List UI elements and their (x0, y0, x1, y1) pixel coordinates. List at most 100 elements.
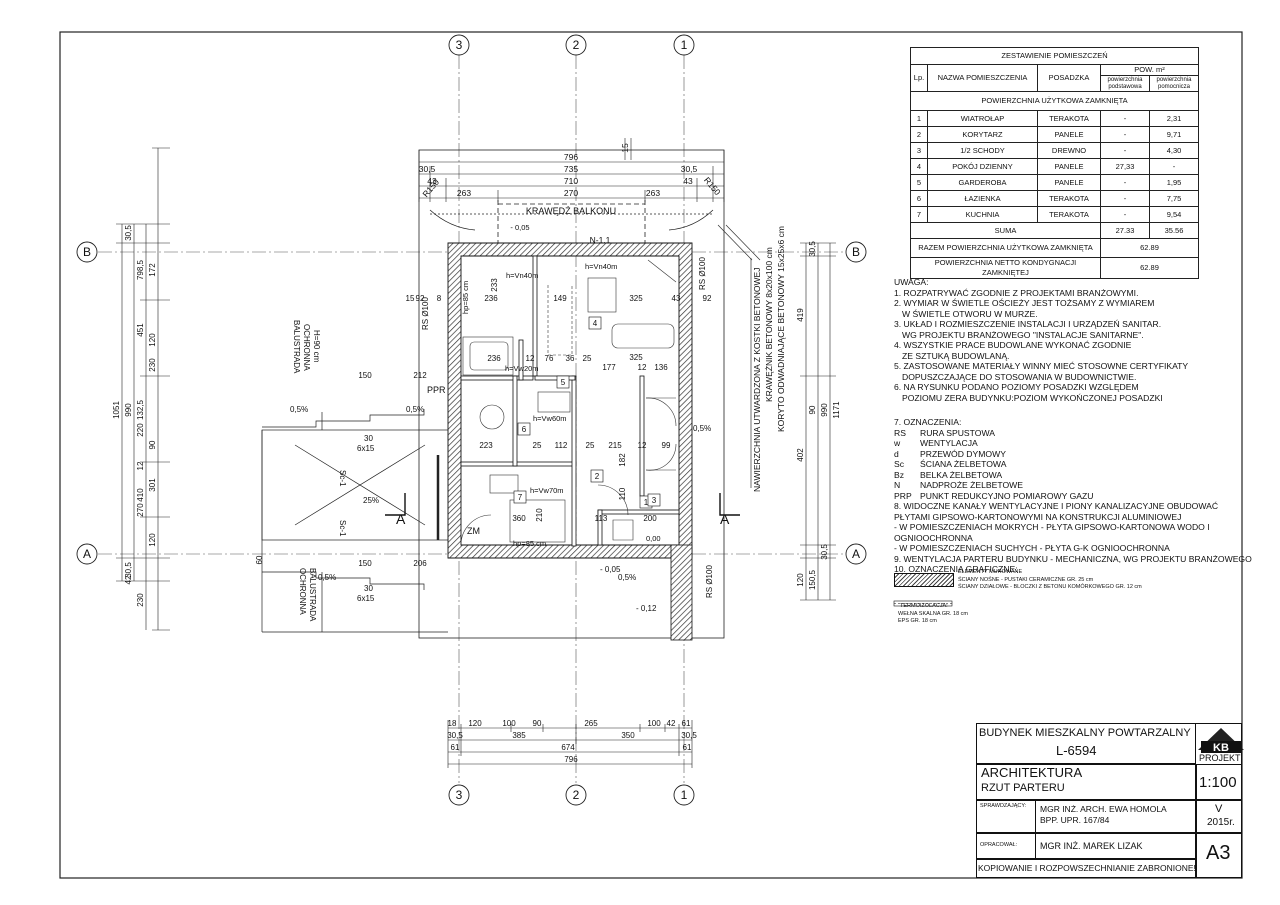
dim-left-990: 990 (124, 403, 133, 417)
dim-right-402: 402 (796, 448, 805, 462)
room-table-section: POWIERZCHNIA UŻYTKOWA ZAMKNIĘTA (910, 91, 1199, 111)
dim-int-99: 99 (662, 441, 671, 450)
axis-right-a: A (852, 547, 860, 561)
rs-top-label: RS Ø100 (698, 257, 707, 290)
room-tag-4: 4 (593, 319, 598, 328)
dim-int-150b: 150 (358, 559, 372, 568)
general-notes: UWAGA: 1. ROZPATRYWAĆ ZGODNIE Z PROJEKTA… (894, 277, 1274, 575)
dim-int-25a: 25 (583, 354, 592, 363)
vent-label-3: h=Vw20m (505, 364, 539, 373)
dim-bottom-265: 265 (584, 719, 598, 728)
side-note-gutter: KORYTO ODWADNIAJĄCE BETONOWY 15x25x6 cm (776, 226, 786, 432)
vent-label-5: h=Vw70m (530, 486, 564, 495)
bottom-dimensions (447, 720, 693, 768)
dim-left-172: 172 (148, 263, 157, 277)
room-table-header-name: NAZWA POMIESZCZENIA (927, 64, 1038, 92)
dim-bottom-61a: 61 (451, 743, 460, 752)
dim-left-120b: 120 (148, 533, 157, 547)
room-table-title: ZESTAWIENIE POMIESZCZEŃ (910, 47, 1199, 65)
side-note-kerb: KRAWĘŻNIK BETONOWY 8x20x100 cm (764, 247, 774, 402)
section-markers (385, 493, 740, 516)
dim-bottom-796: 796 (564, 755, 578, 764)
section-a-right: A (720, 511, 730, 527)
axis-top-1: 1 (681, 38, 688, 52)
dim-left-30-5b: 30,5 (124, 562, 133, 578)
note-line: 6. NA RYSUNKU PODANO POZIOMY POSADZKI WZ… (894, 382, 1139, 392)
tb-sheet-title: RZUT PARTERU (981, 782, 1065, 794)
hp-label-1: hp=85 cm (461, 281, 470, 314)
dim-top-30-5-right: 30,5 (681, 164, 698, 174)
tb-version: V (1215, 803, 1223, 815)
dim-right-120: 120 (796, 573, 805, 587)
slope-e: 0,5% (318, 573, 336, 582)
stairs-top-30: 30 (364, 434, 373, 443)
slope-25: 25% (363, 496, 379, 505)
dim-top-43-left: 43 (427, 176, 437, 186)
tb-discipline: ARCHITEKTURA (981, 765, 1083, 780)
dim-top-735: 735 (564, 164, 578, 174)
dim-bottom-61b: 61 (683, 743, 692, 752)
balustrade-label-top: BALUSTRADA (292, 320, 301, 374)
fixtures (460, 259, 677, 546)
dim-int-182: 182 (618, 453, 627, 467)
dim-int-206: 206 (413, 559, 427, 568)
axis-bubbles (76, 34, 867, 806)
slope-c: 0,5% (693, 424, 711, 433)
dim-left-120a: 120 (148, 333, 157, 347)
ppr-label: PPR (427, 385, 446, 395)
dim-int-150a: 150 (358, 371, 372, 380)
dim-top-710: 710 (564, 176, 578, 186)
axis-bottom-1: 1 (681, 788, 688, 802)
rs-left-label: RS Ø100 (421, 297, 430, 330)
dim-right-990: 990 (820, 403, 829, 417)
note-line: WG PROJEKTU BRANŻOWEGO "INSTALACJE SANIT… (902, 329, 1144, 340)
dim-r150-left: R150 (420, 177, 441, 199)
dim-right-30-5a: 30,5 (808, 241, 817, 257)
wall-sc1-a: Sc-1 (338, 470, 347, 487)
dim-int-92b: 92 (416, 294, 425, 303)
room-schedule-table: ZESTAWIENIE POMIESZCZEŃ Lp. NAZWA POMIES… (910, 47, 1199, 279)
tb-checked-name: MGR INŻ. ARCH. EWA HOMOLA (1040, 804, 1167, 814)
slope-b: 0,5% (406, 405, 424, 414)
notes-heading: UWAGA: (894, 277, 929, 287)
tb-checked-license: BPP. UPR. 167/84 (1040, 815, 1110, 825)
dim-right-1171: 1171 (832, 401, 841, 419)
kb-logo: KB (1198, 728, 1244, 754)
vent-label-2: h=Vn40m (585, 262, 617, 271)
dim-int-200: 200 (643, 514, 657, 523)
dim-int-149: 149 (553, 294, 567, 303)
dim-bottom-30-5b: 30,5 (681, 731, 697, 740)
left-dimensions (116, 147, 170, 631)
note-line: 2. WYMIAR W ŚWIETLE OŚCIEŻY JEST TOŻSAMY… (894, 298, 1155, 308)
top-dimensions (418, 138, 725, 202)
dim-left-798-5: 798,5 (136, 259, 145, 280)
dim-top-263-left: 263 (457, 188, 471, 198)
sheet-border (59, 31, 1243, 879)
dim-int-110: 110 (618, 487, 627, 500)
dim-int-92: 92 (703, 294, 712, 303)
dim-bottom-90: 90 (533, 719, 542, 728)
balustrade-h-top: H=90 cm (312, 330, 321, 363)
dim-int-210: 210 (535, 508, 544, 522)
room-table-header-main: powierzchnia podstawowa (1100, 75, 1150, 92)
dim-right-30-5b: 30,5 (820, 544, 829, 560)
dim-int-212: 212 (413, 371, 427, 380)
room-tag-6: 6 (522, 425, 527, 434)
tb-checked-label: SPRAWDZAJĄCY: (980, 803, 1027, 809)
level-entrance: - 0,05 (600, 565, 621, 574)
axis-bottom-2: 2 (573, 788, 580, 802)
note-line: 3. UKŁAD I ROZMIESZCZENIE INSTALACJI I U… (894, 319, 1162, 329)
dim-top-30-5-left: 30,5 (419, 164, 436, 174)
note-line: 5. ZASTOSOWANE MATERIAŁY WINNY MIEĆ STOS… (894, 361, 1189, 371)
slope-d: 0,5% (618, 573, 636, 582)
axis-top-2: 2 (573, 38, 580, 52)
tb-scale: 1:100 (1199, 774, 1237, 791)
room-table-header-floor: POSADZKA (1037, 64, 1101, 92)
svg-text:KB: KB (1213, 742, 1229, 754)
